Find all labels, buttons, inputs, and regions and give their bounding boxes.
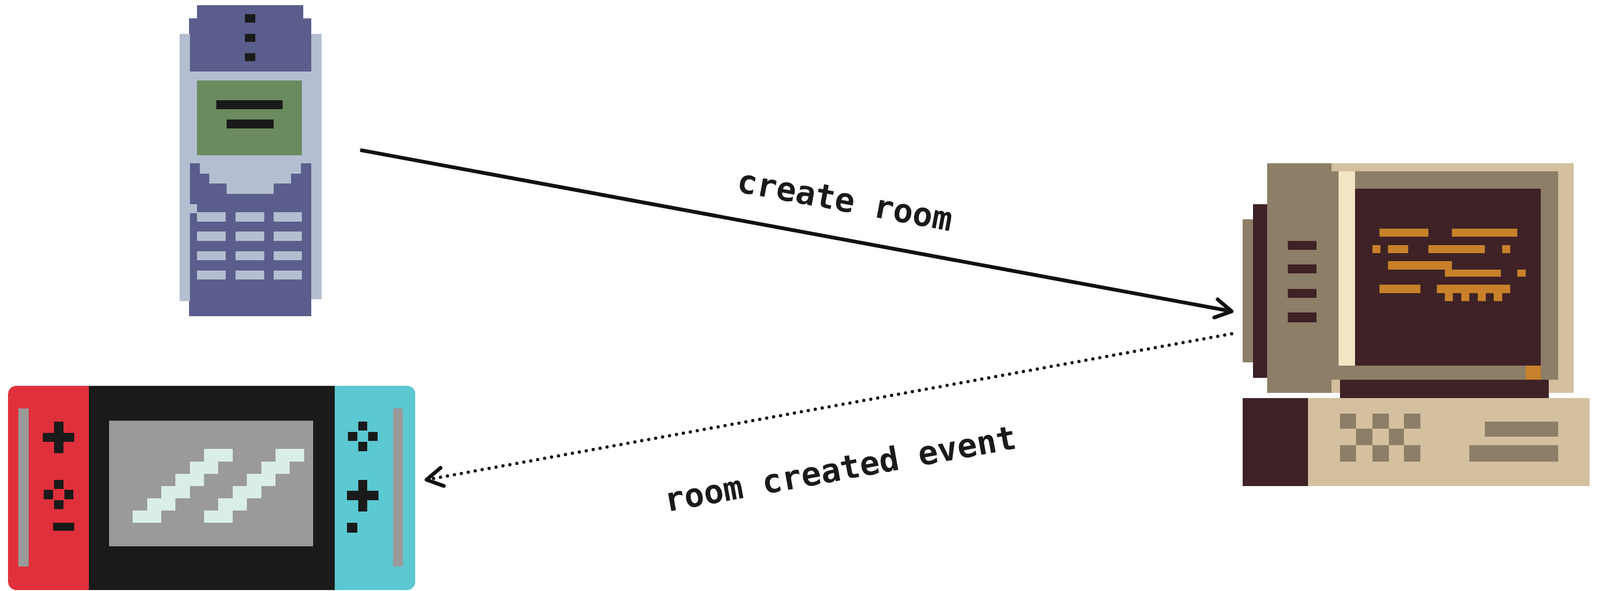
- edge-label: create room: [730, 160, 960, 240]
- mobile-phone-illustration: [179, 5, 322, 317]
- message-arrow: [360, 149, 1232, 318]
- edge-label: room created event: [657, 417, 1024, 521]
- arrowhead: [1214, 299, 1232, 317]
- device-node: [179, 5, 322, 317]
- device-node: [1242, 163, 1590, 486]
- game-console-illustration: [7, 385, 416, 590]
- arrowhead: [426, 467, 444, 486]
- device-node: [7, 385, 416, 590]
- desktop-computer-illustration: [1242, 163, 1590, 486]
- connector-line: [360, 149, 1232, 312]
